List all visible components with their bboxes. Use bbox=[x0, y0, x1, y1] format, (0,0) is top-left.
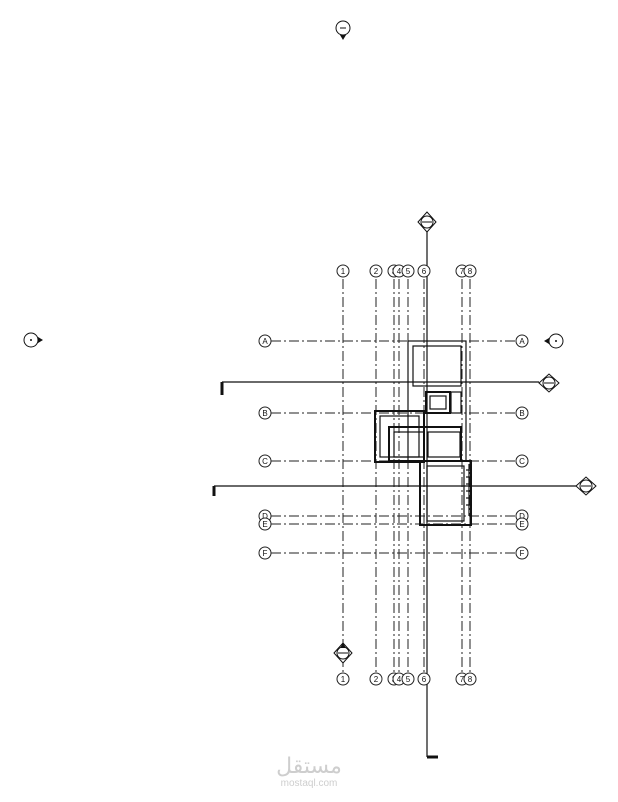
markers bbox=[23, 20, 597, 664]
grid-bubble-F-right-circle bbox=[515, 546, 529, 560]
grid-bubble-5-bottom: 5 bbox=[401, 672, 415, 686]
grid-bubble-D-right-label: D bbox=[519, 512, 525, 521]
grid-bubble-8-top-circle bbox=[463, 264, 477, 278]
grid-bubble-E-left: E bbox=[258, 517, 272, 531]
grid-bubble-B-right-circle bbox=[515, 406, 529, 420]
grid-bubble-8-bottom-circle bbox=[463, 672, 477, 686]
grid-bubble-1-top: 1 bbox=[336, 264, 350, 278]
grid-bubble-5-top-circle bbox=[401, 264, 415, 278]
grid-bubble-2-bottom: 2 bbox=[369, 672, 383, 686]
grid-bubble-F-left: F bbox=[258, 546, 272, 560]
wall-lower-block bbox=[419, 460, 472, 526]
grid-bubble-B-right-label: B bbox=[519, 409, 524, 418]
grid-bubble-6-bottom: 6 bbox=[417, 672, 431, 686]
grid-bubble-D-left-label: D bbox=[262, 512, 268, 521]
wall-upper-block-inner bbox=[412, 345, 462, 387]
vertical-grid-lines bbox=[342, 279, 471, 672]
grid-bubble-5-top-label: 5 bbox=[406, 267, 411, 276]
grid-bubble-F-left-label: F bbox=[263, 549, 268, 558]
grid-bubble-B-left-circle bbox=[258, 406, 272, 420]
grid-bubble-E-left-circle bbox=[258, 517, 272, 531]
grid-bubble-2-bottom-circle bbox=[369, 672, 383, 686]
grid-bubble-7-top-label: 7 bbox=[460, 267, 465, 276]
grid-bubble-6-bottom-label: 6 bbox=[422, 675, 427, 684]
grid-bubble-5-bottom-label: 5 bbox=[406, 675, 411, 684]
grid-bubble-6-top-circle bbox=[417, 264, 431, 278]
grid-bubble-A-left-circle bbox=[258, 334, 272, 348]
grid-bubble-8-bottom: 8 bbox=[463, 672, 477, 686]
grid-bubble-7-bottom-label: 7 bbox=[460, 675, 465, 684]
grid-bubble-A-left-label: A bbox=[262, 337, 268, 346]
wall-small-cell-2 bbox=[450, 391, 462, 414]
section-marker-bottom bbox=[333, 642, 353, 664]
grid-bubble-F-right: F bbox=[515, 546, 529, 560]
wall-lower-block-inner bbox=[426, 465, 465, 522]
grid-bubble-6-top-label: 6 bbox=[422, 267, 427, 276]
grid-bubble-1-top-circle bbox=[336, 264, 350, 278]
grid-bubble-4-top-label: 4 bbox=[397, 267, 402, 276]
grid-bubble-6-bottom-circle bbox=[417, 672, 431, 686]
grid-bubble-C-right-circle bbox=[515, 454, 529, 468]
grid-bubble-8-top: 8 bbox=[463, 264, 477, 278]
grid-bubble-2-bottom-label: 2 bbox=[374, 675, 379, 684]
grid-bubble-E-right: E bbox=[515, 517, 529, 531]
grid-bubble-A-left: A bbox=[258, 334, 272, 348]
wall-upper-block bbox=[407, 340, 467, 462]
grid-bubble-E-right-circle bbox=[515, 517, 529, 531]
grid-bubble-2-top: 2 bbox=[369, 264, 383, 278]
grid-bubble-C-right: C bbox=[515, 454, 529, 468]
grid-bubble-B-right: B bbox=[515, 406, 529, 420]
grid-bubble-A-right-label: A bbox=[519, 337, 525, 346]
grid-bubble-E-left-label: E bbox=[262, 520, 267, 529]
wall-small-cell-1-inner bbox=[429, 395, 447, 410]
horizontal-grid-lines bbox=[271, 340, 515, 554]
elevation-marker-left bbox=[23, 332, 43, 348]
grid-bubble-B-left-label: B bbox=[262, 409, 267, 418]
watermark: مستقل mostaql.com bbox=[276, 754, 342, 789]
grid-bubble-2-top-circle bbox=[369, 264, 383, 278]
grid-bubble-1-bottom-label: 1 bbox=[341, 675, 346, 684]
watermark-latin: mostaql.com bbox=[281, 778, 338, 789]
building-walls bbox=[374, 340, 472, 526]
grid-bubble-4-bottom-label: 4 bbox=[397, 675, 402, 684]
grid-bubble-1-top-label: 1 bbox=[341, 267, 346, 276]
watermark-arabic: مستقل bbox=[276, 754, 342, 779]
grid-bubble-C-left: C bbox=[258, 454, 272, 468]
grid-bubble-C-right-label: C bbox=[519, 457, 525, 466]
grid-bubble-F-left-circle bbox=[258, 546, 272, 560]
grid-bubble-5-top: 5 bbox=[401, 264, 415, 278]
grid-bubbles: 1122334455667788AABBCCDDEEFF bbox=[258, 264, 529, 686]
wall-mid-room-inner bbox=[393, 431, 425, 458]
grid-bubble-A-right: A bbox=[515, 334, 529, 348]
wall-right-mid-cell bbox=[427, 431, 461, 458]
grid-bubble-C-left-label: C bbox=[262, 457, 268, 466]
grid-bubble-8-bottom-label: 8 bbox=[468, 675, 473, 684]
elevation-marker-top bbox=[335, 20, 351, 40]
grid-bubble-A-right-circle bbox=[515, 334, 529, 348]
elevation-marker-right bbox=[544, 333, 564, 349]
grid-bubble-C-left-circle bbox=[258, 454, 272, 468]
grid-bubble-E-right-label: E bbox=[519, 520, 524, 529]
section-marker-right-1 bbox=[538, 373, 560, 393]
section-lines bbox=[212, 230, 576, 759]
wall-small-cell-1 bbox=[425, 391, 451, 414]
section-marker-right-2 bbox=[575, 476, 597, 496]
grid-bubble-F-right-label: F bbox=[520, 549, 525, 558]
grid-bubble-8-top-label: 8 bbox=[468, 267, 473, 276]
grid-bubble-B-left: B bbox=[258, 406, 272, 420]
grid-bubble-1-bottom-circle bbox=[336, 672, 350, 686]
grid-bubble-1-bottom: 1 bbox=[336, 672, 350, 686]
section-marker-top bbox=[417, 211, 437, 233]
grid-bubble-2-top-label: 2 bbox=[374, 267, 379, 276]
grid-bubble-6-top: 6 bbox=[417, 264, 431, 278]
grid-bubble-5-bottom-circle bbox=[401, 672, 415, 686]
